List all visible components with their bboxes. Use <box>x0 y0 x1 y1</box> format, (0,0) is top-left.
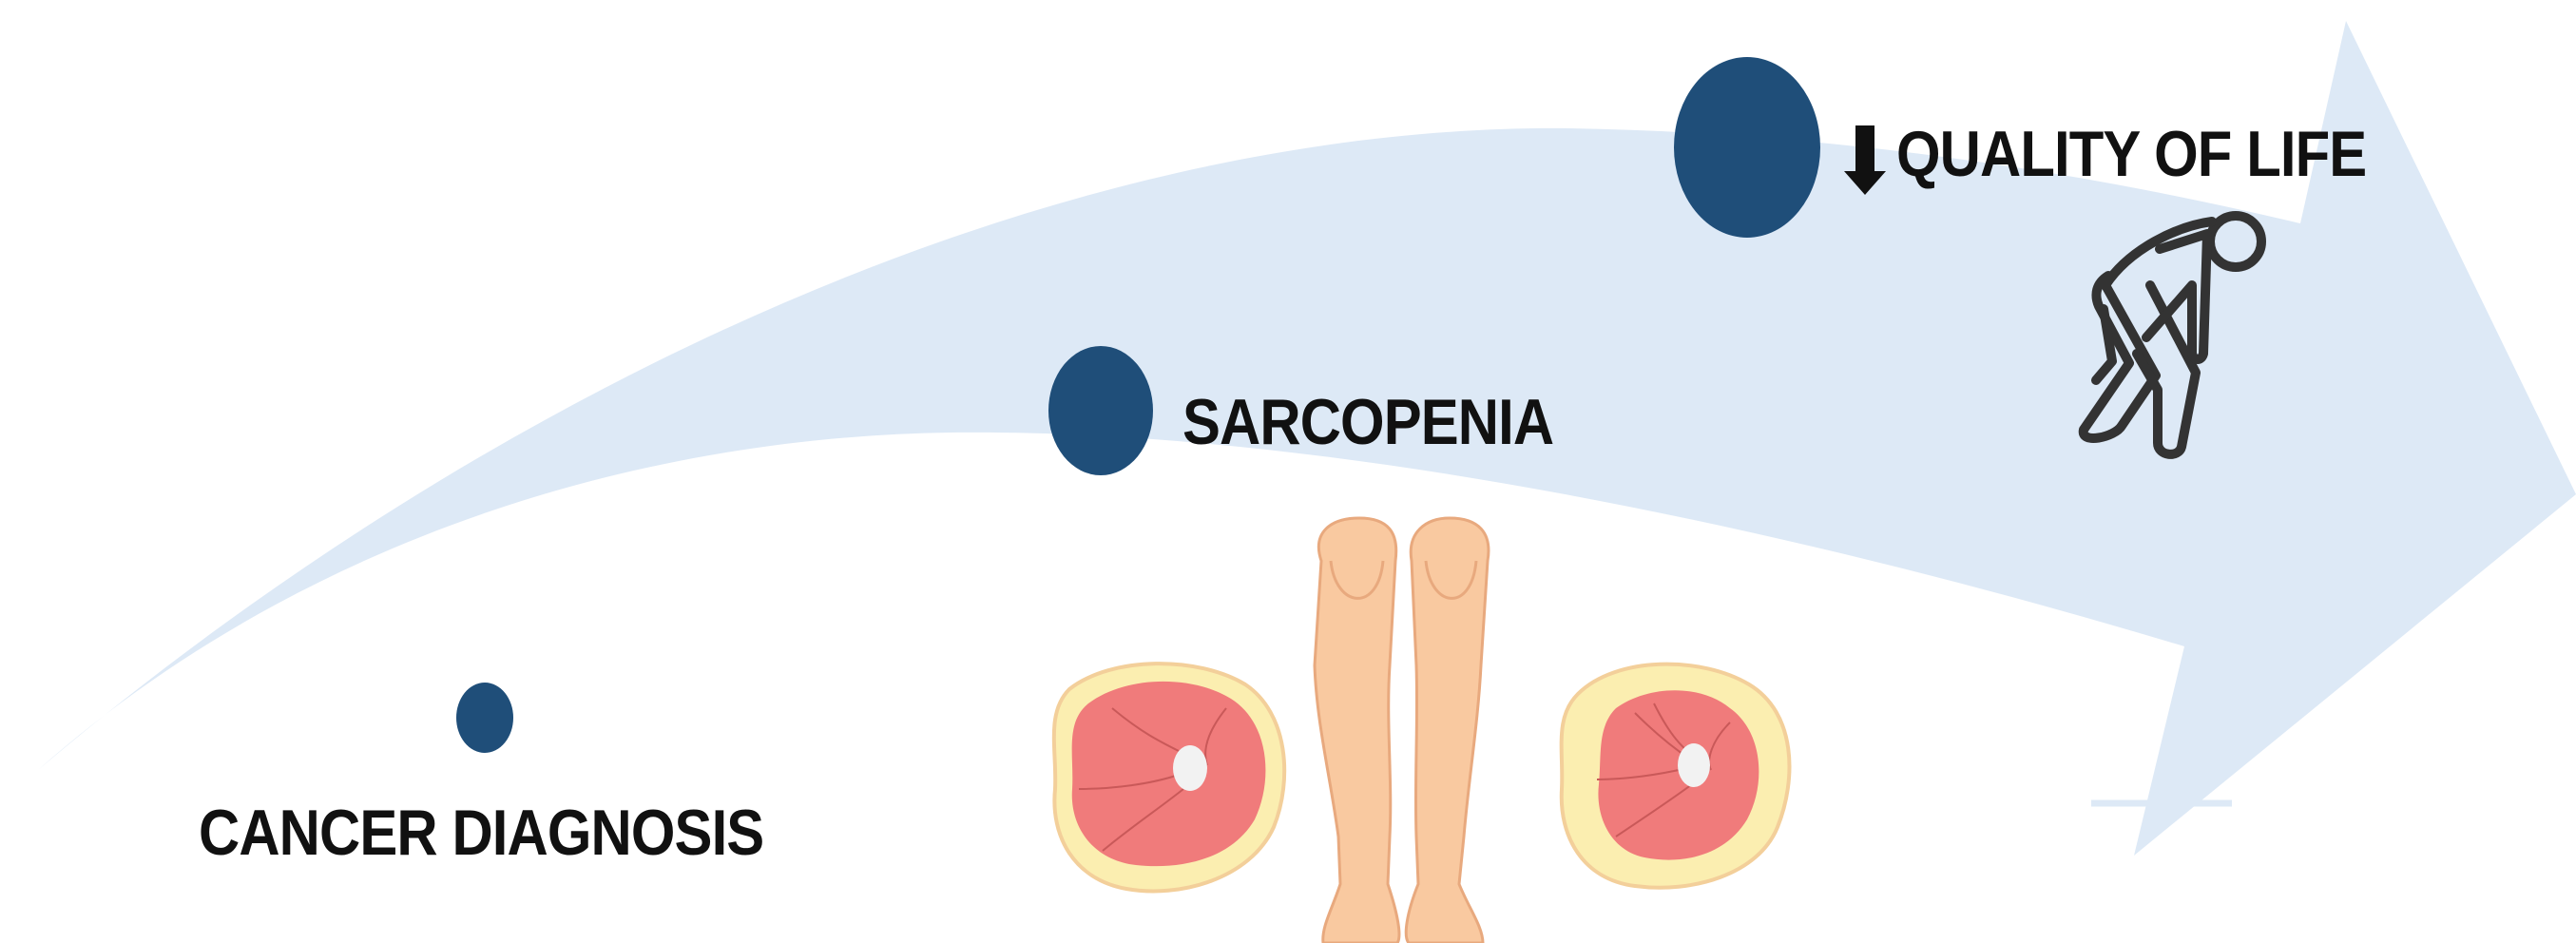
label-sarcopenia: SARCOPENIA <box>1182 384 1553 460</box>
label-quality-of-life: QUALITY OF LIFE <box>1896 116 2366 192</box>
milestone-dot-qol <box>1674 57 1820 238</box>
thigh-cross-section-icon-right <box>1562 664 1790 888</box>
thigh-cross-section-icon <box>1054 664 1284 891</box>
milestone-dot-sarcopenia <box>1048 346 1153 475</box>
label-cancer-diagnosis: CANCER DIAGNOSIS <box>199 795 763 871</box>
legs-icon <box>1315 518 1489 943</box>
milestone-dot-cancer <box>456 683 513 753</box>
